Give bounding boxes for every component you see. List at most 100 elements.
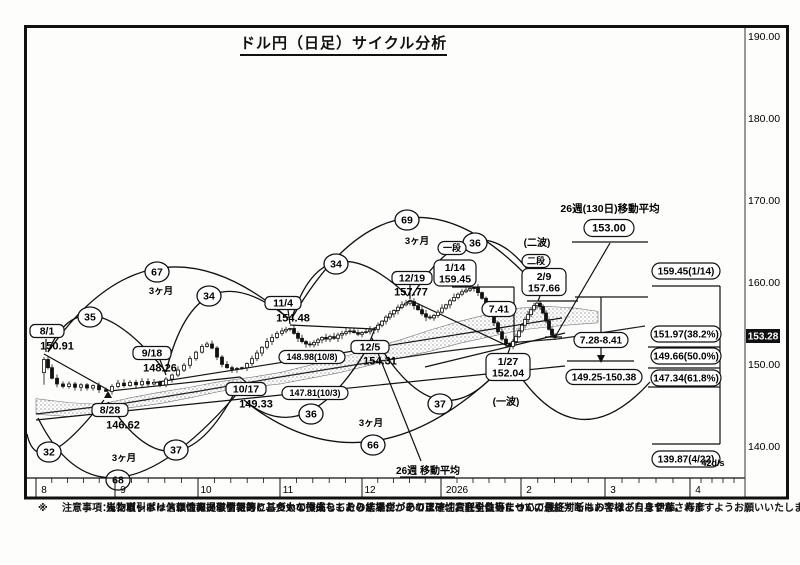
candle-body — [496, 322, 500, 333]
trend-line — [369, 330, 375, 342]
candle-body — [275, 332, 279, 338]
candle-body — [400, 304, 404, 308]
chart-text: 139.87(4/22) — [658, 454, 715, 465]
candle-body — [547, 320, 551, 330]
chart-annotation-text: 3ヶ月 — [359, 418, 383, 429]
candle-body — [360, 332, 364, 335]
candle-body — [328, 336, 332, 340]
chart-text: 32 — [43, 447, 55, 459]
chart-text: 68 — [112, 475, 124, 487]
candle-body — [128, 381, 132, 387]
candle-body — [529, 309, 533, 316]
candle-body — [508, 343, 512, 347]
candle-body — [424, 313, 428, 318]
pivot-label-box — [521, 267, 567, 297]
pivot-label-box — [29, 323, 65, 339]
candle-body — [122, 382, 126, 387]
candle-body — [404, 302, 408, 306]
candle-body — [67, 383, 71, 387]
candle-body — [230, 367, 234, 370]
chart-text: 67 — [151, 267, 163, 279]
candle-body — [42, 359, 46, 373]
candle-body — [312, 341, 316, 346]
chart-text: 148.26 — [143, 363, 177, 375]
trend-line — [409, 299, 511, 348]
cycle-count-circle — [394, 209, 420, 231]
cycle-count-circle — [144, 261, 170, 283]
candle-body — [188, 358, 192, 366]
note-mark: ※ — [38, 503, 48, 514]
candle-body — [308, 343, 312, 346]
candle-body — [550, 328, 554, 336]
chart-text: 37 — [434, 399, 446, 411]
month-label: 2 — [526, 485, 532, 496]
candle-body — [372, 328, 376, 331]
cycle-count-circle — [298, 403, 324, 425]
chart-text: 151.97(38.2%) — [653, 329, 719, 340]
candle-body — [260, 346, 264, 354]
pivot-label-box — [433, 259, 477, 287]
candle-body — [296, 332, 300, 339]
candle-body — [61, 383, 65, 387]
candle-body — [480, 292, 484, 299]
candle-body — [336, 334, 340, 339]
trend-line — [109, 376, 241, 392]
candle-body — [210, 343, 214, 349]
chart-text: 149.25-150.38 — [572, 372, 637, 383]
candle-body — [79, 384, 83, 388]
candle-body — [97, 385, 101, 391]
candle-body — [348, 330, 352, 333]
candle-body — [280, 330, 284, 334]
chart-annotation-text: (二波) — [524, 236, 551, 249]
candle-body — [110, 386, 114, 392]
month-label: 4 — [695, 485, 701, 496]
candle-body — [553, 334, 557, 338]
candle-body — [364, 331, 368, 333]
pivot-label-box — [225, 381, 267, 397]
oval-label — [437, 240, 467, 256]
chart-text: 10/17 — [233, 384, 259, 396]
candle-body — [215, 347, 219, 358]
trend-line — [371, 337, 422, 462]
price-axis-label: 190.00 — [748, 31, 780, 43]
oval-label — [573, 331, 629, 349]
chart-text: 一段 — [443, 242, 462, 253]
chart-text: 34 — [203, 291, 215, 303]
candle-body — [392, 310, 396, 315]
candle-body — [352, 330, 356, 333]
cycle-count-circle — [77, 306, 103, 328]
candle-body — [220, 356, 224, 365]
candle-body — [376, 324, 380, 330]
candle-body — [270, 337, 274, 342]
candle-body — [520, 324, 524, 332]
candle-body — [152, 381, 156, 385]
candle-body — [428, 316, 432, 319]
price-axis-label: 160.00 — [748, 277, 780, 289]
candle-body — [432, 315, 436, 319]
candle-body — [444, 304, 448, 309]
current-price-badge — [746, 329, 780, 343]
candle-body — [284, 328, 288, 332]
chart-text: 12/19 — [399, 273, 425, 285]
chart-text: 69 — [401, 215, 413, 227]
current-price-value: 153.28 — [748, 332, 779, 343]
candle-body — [140, 381, 144, 386]
author-signature: 伊藤 寿彦 — [655, 503, 705, 514]
chart-annotation-text: 26週(130日)移動平均 — [560, 202, 659, 215]
candle-body — [544, 312, 548, 322]
candle-body — [368, 329, 372, 333]
chart-annotation-text: 3ヶ月 — [405, 236, 429, 247]
candle-body — [476, 287, 480, 293]
oval-label — [651, 262, 721, 280]
trend-line — [554, 242, 611, 338]
oval-label — [650, 369, 722, 387]
candle-body — [200, 346, 204, 353]
candle-body — [332, 336, 336, 339]
candle-body — [456, 293, 460, 298]
chart-text: 150.91 — [40, 341, 74, 353]
chart-text: 7.41 — [489, 304, 510, 316]
candle-body — [517, 330, 521, 338]
cycle-count-circle — [323, 253, 349, 275]
candle-body — [416, 305, 420, 311]
candle-body — [396, 306, 400, 311]
